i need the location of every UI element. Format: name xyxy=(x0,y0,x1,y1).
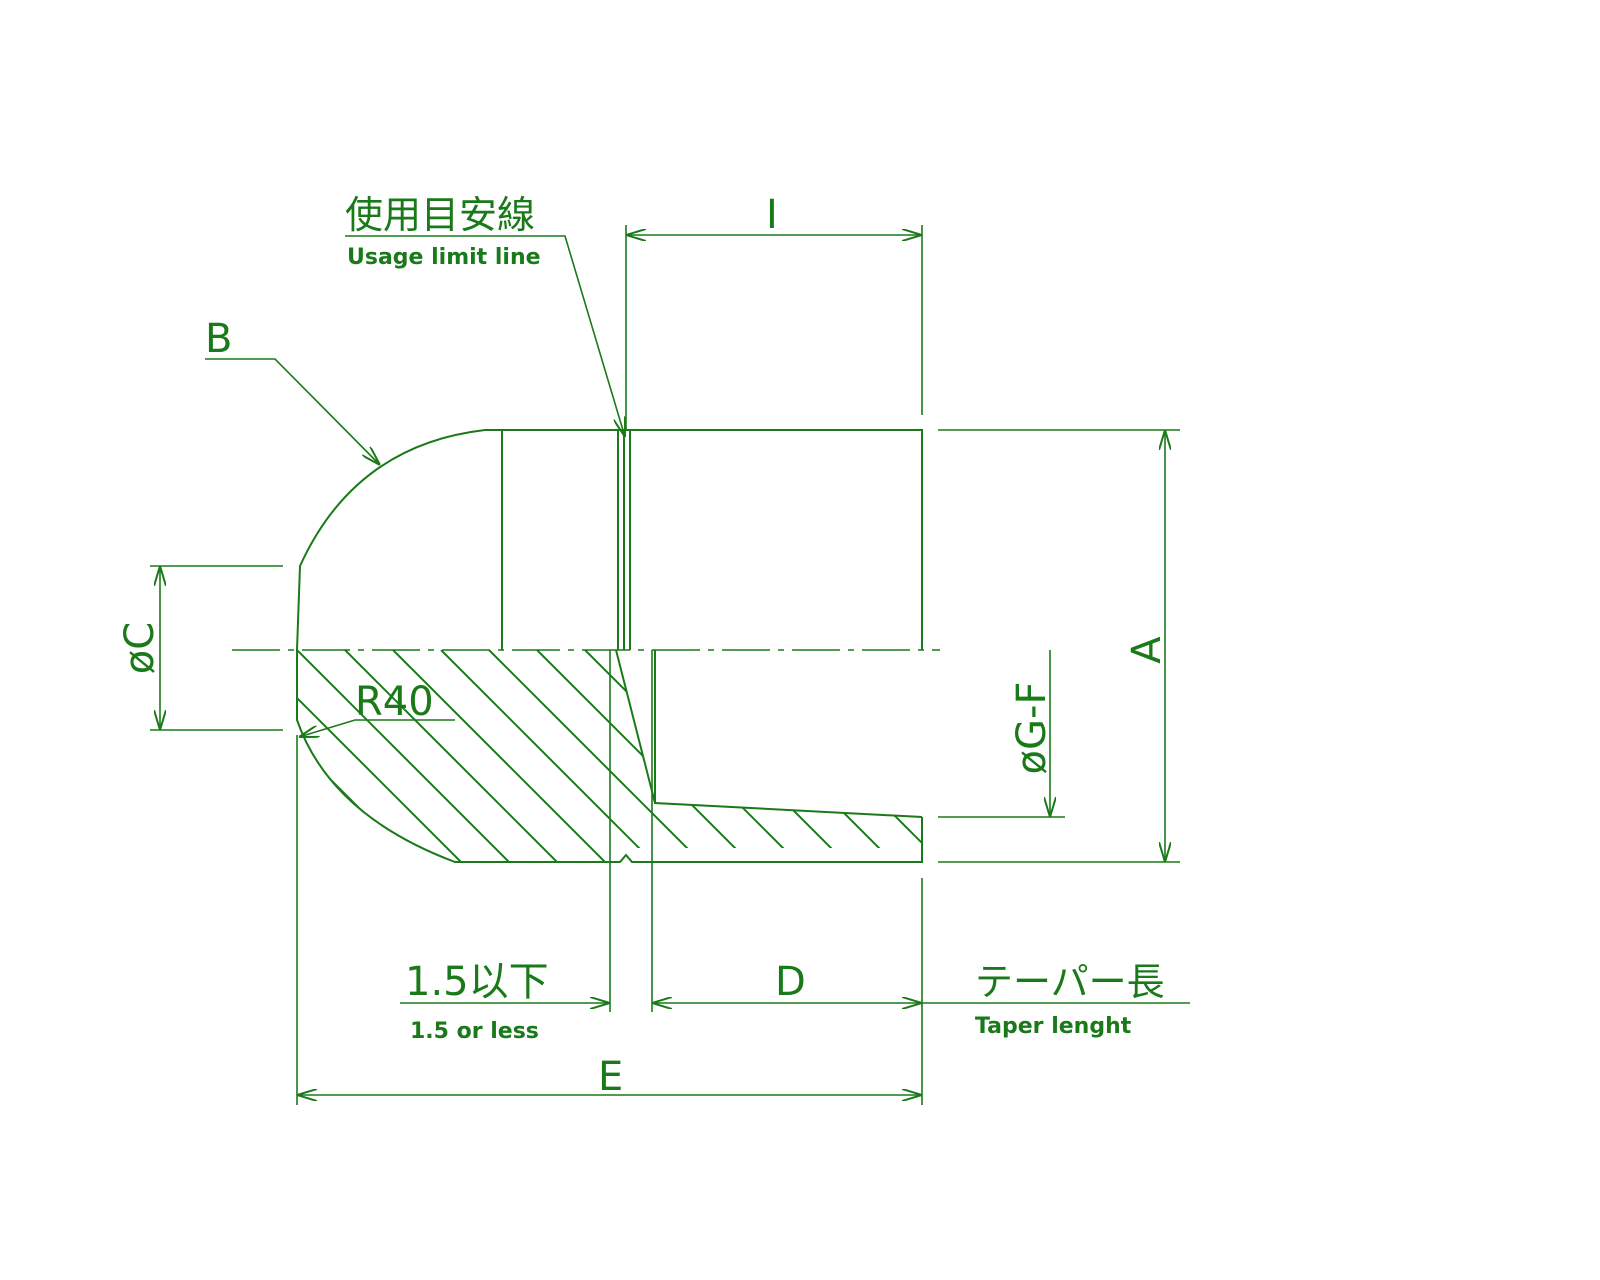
dim-label-less-jp: 1.5以下 xyxy=(405,959,549,1005)
taper-bore-line xyxy=(615,649,923,818)
dim-label-d: D xyxy=(775,959,806,1005)
dim-label-i: I xyxy=(766,192,778,238)
leader-r40 xyxy=(299,719,455,737)
usage-limit-label-jp: 使用目安線 xyxy=(345,193,535,237)
leader-b xyxy=(205,358,380,465)
label-r40: R40 xyxy=(355,679,434,725)
usage-limit-label-en: Usage limit line xyxy=(347,245,541,270)
dim-label-less-en: 1.5 or less xyxy=(410,1019,539,1044)
dim-label-c: øC xyxy=(117,622,163,674)
section-outline xyxy=(296,650,923,863)
taper-label-en: Taper lenght xyxy=(975,1014,1132,1039)
dim-label-a: A xyxy=(1124,636,1170,664)
dim-label-gf: øG-F xyxy=(1009,682,1055,775)
dim-label-e: E xyxy=(598,1054,623,1100)
taper-label-jp: テーパー長 xyxy=(975,960,1165,1004)
label-b: B xyxy=(205,316,232,362)
nose-profile-upper xyxy=(296,429,923,651)
section-hatching xyxy=(297,650,922,862)
leader-usage xyxy=(345,235,625,437)
